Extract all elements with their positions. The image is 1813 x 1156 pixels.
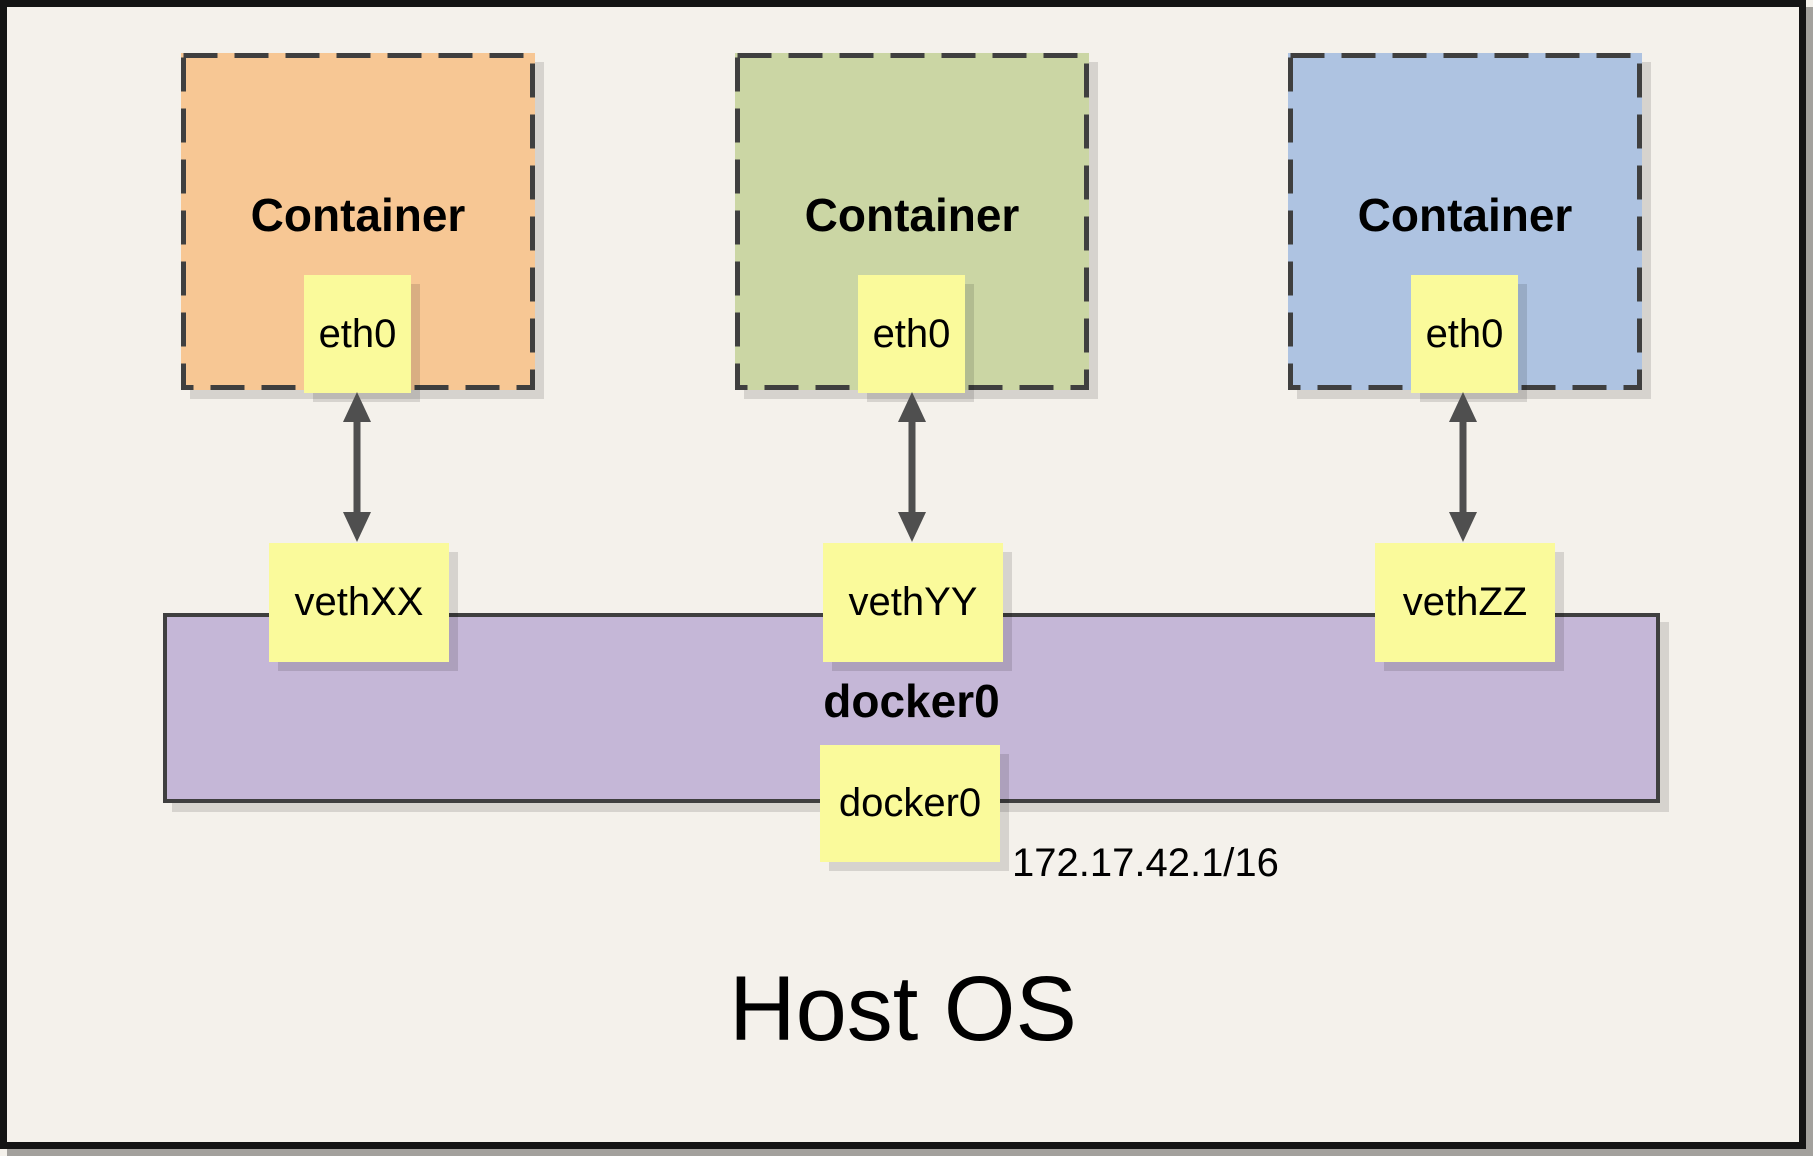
vethyy-label: vethYY xyxy=(848,580,978,624)
vethxx-box: vethXX xyxy=(269,543,449,662)
container-box-1: Container eth0 xyxy=(181,53,535,393)
vethyy-box: vethYY xyxy=(823,543,1003,662)
container-box-2: Container eth0 xyxy=(735,53,1089,393)
container-title: Container xyxy=(250,189,466,241)
eth0-interface-box-3: eth0 xyxy=(1411,275,1518,393)
container-box-3: Container eth0 xyxy=(1288,53,1642,393)
eth0-interface-box-1: eth0 xyxy=(304,275,411,393)
eth0-interface-label: eth0 xyxy=(872,311,951,356)
docker0-interface-label: docker0 xyxy=(838,781,982,825)
double-arrow-icon-1 xyxy=(343,392,371,542)
vethxx-label: vethXX xyxy=(294,580,424,624)
vethzz-label: vethZZ xyxy=(1402,580,1528,624)
container-title: Container xyxy=(804,189,1020,241)
docker0-interface-box: docker0 xyxy=(820,745,1000,862)
eth0-interface-label: eth0 xyxy=(318,311,397,356)
container-title: Container xyxy=(1357,189,1573,241)
double-arrow-icon-2 xyxy=(898,392,926,542)
host-os-label: Host OS xyxy=(729,958,1077,1060)
vethzz-box: vethZZ xyxy=(1375,543,1555,662)
docker0-bridge-title: docker0 xyxy=(823,675,1000,727)
double-arrow-icon-3 xyxy=(1449,392,1477,542)
bridge-ip-label: 172.17.42.1/16 xyxy=(1012,841,1279,885)
eth0-interface-box-2: eth0 xyxy=(858,275,965,393)
eth0-interface-label: eth0 xyxy=(1425,311,1504,356)
